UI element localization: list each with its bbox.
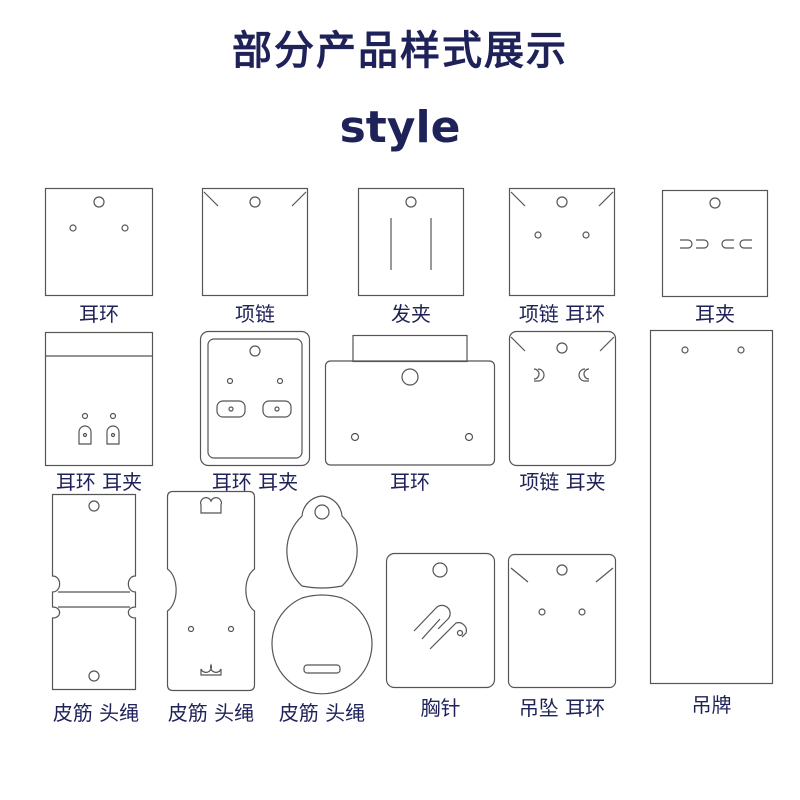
card-label-necklace: 项链 [235, 302, 275, 326]
card-label-hang-tag: 吊牌 [691, 693, 732, 717]
card-label-hair-tie-2: 皮筋 头绳 [167, 701, 255, 725]
necklace-earclip-card [508, 330, 617, 467]
hairclip-card-square [357, 187, 465, 297]
necklace-earring-card [508, 187, 616, 297]
pendant-earring-card [507, 553, 617, 689]
card-label-earring-earclip-2: 耳环 耳夹 [211, 470, 299, 494]
card-label-earring: 耳环 [79, 302, 119, 326]
card-label-hairclip: 发夹 [391, 302, 431, 326]
card-label-necklace-earclip: 项链 耳夹 [519, 470, 606, 494]
card-label-hair-tie-1: 皮筋 头绳 [52, 701, 140, 725]
earring-earclip-card-framed [199, 330, 311, 467]
earring-earclip-card-folded [44, 331, 154, 467]
page-title: 部分产品样式展示 [232, 28, 568, 74]
necklace-card-square [201, 187, 309, 297]
card-label-earring-earclip-1: 耳环 耳夹 [55, 470, 143, 494]
earring-card-wide-header [324, 334, 496, 466]
card-label-necklace-earring: 项链 耳环 [518, 302, 606, 326]
card-label-ear-clip: 耳夹 [695, 302, 735, 326]
card-label-brooch: 胸针 [420, 696, 461, 720]
earring-card-square [44, 187, 154, 297]
hang-tag-long [649, 329, 774, 685]
hair-tie-card-folded-1 [51, 493, 137, 691]
card-label-earring-wide: 耳环 [390, 470, 430, 494]
page-subtitle: style [339, 102, 461, 153]
card-label-pendant-earring: 吊坠 耳环 [518, 696, 606, 720]
brooch-card [385, 552, 496, 689]
ear-clip-card [661, 189, 769, 298]
hair-tie-card-folded-2 [166, 490, 256, 692]
hair-tie-card-round [271, 495, 373, 695]
card-label-hair-tie-3: 皮筋 头绳 [278, 701, 366, 725]
